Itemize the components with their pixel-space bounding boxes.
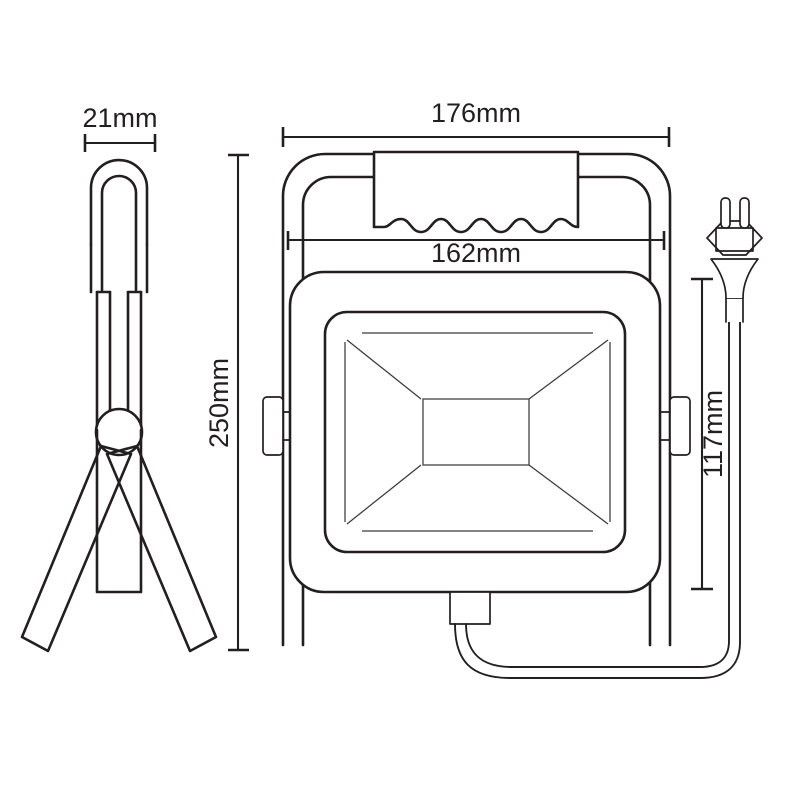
reflector-bevel-top-right bbox=[528, 339, 609, 400]
hinge-knob-left-fill bbox=[263, 397, 283, 455]
dimension-overall-height: 250mm bbox=[204, 153, 249, 652]
cable-gland bbox=[449, 591, 491, 625]
plug-pin-right-fill bbox=[740, 198, 749, 228]
dimension-body-width-label: 162mm bbox=[431, 238, 521, 268]
hinge-knob-left bbox=[262, 396, 284, 456]
lens-frame bbox=[323, 310, 627, 554]
reflector-bevel-top-left bbox=[346, 339, 422, 400]
dimension-stand-width-label: 21mm bbox=[82, 103, 157, 133]
reflector-bevel-bottom-left bbox=[346, 464, 422, 525]
plug-pin-left-fill bbox=[721, 198, 730, 228]
stand-inner-support bbox=[95, 428, 143, 594]
side-handle-outer-arch bbox=[89, 158, 149, 247]
plug-cone bbox=[710, 258, 759, 299]
dimension-stand-width: 21mm bbox=[82, 103, 158, 152]
dimension-body-height: 117mm bbox=[691, 277, 728, 591]
lamp-housing-fill bbox=[290, 272, 660, 592]
hinge-knob-right bbox=[669, 396, 691, 456]
stand-leg-left bbox=[20, 444, 133, 653]
reflector-bevel-bottom-right bbox=[528, 464, 609, 525]
handle-grip-fill bbox=[374, 152, 578, 232]
handle-grip bbox=[372, 150, 580, 234]
plug-cone-fill bbox=[711, 259, 758, 298]
dimension-body-height-label: 117mm bbox=[698, 390, 728, 478]
stand-leg-right bbox=[105, 444, 218, 653]
hinge-knob-right-fill bbox=[670, 397, 690, 455]
plug-strain-relief-fill bbox=[726, 298, 743, 322]
power-cable-edge-inner bbox=[465, 321, 730, 668]
plug-pin-left bbox=[720, 197, 731, 229]
dimension-overall-width: 176mm bbox=[281, 98, 671, 147]
dimension-overall-height-label: 250mm bbox=[204, 358, 234, 448]
power-plug bbox=[706, 197, 763, 323]
plug-pin-right bbox=[739, 197, 750, 229]
dimension-overall-width-label: 176mm bbox=[431, 98, 521, 128]
dimension-body-width: 162mm bbox=[286, 231, 666, 268]
power-cable-edge-outer bbox=[454, 321, 741, 679]
cable-gland-fill bbox=[450, 592, 490, 624]
plug-face bbox=[715, 227, 754, 252]
side-handle-inner-arch bbox=[100, 174, 138, 292]
led-module bbox=[422, 398, 530, 466]
stand-pivot-fill bbox=[96, 409, 142, 455]
front-view: 176mm 162mm bbox=[262, 98, 763, 679]
side-view: 21mm 250mm bbox=[20, 103, 249, 653]
plug-body-fill bbox=[707, 221, 762, 255]
